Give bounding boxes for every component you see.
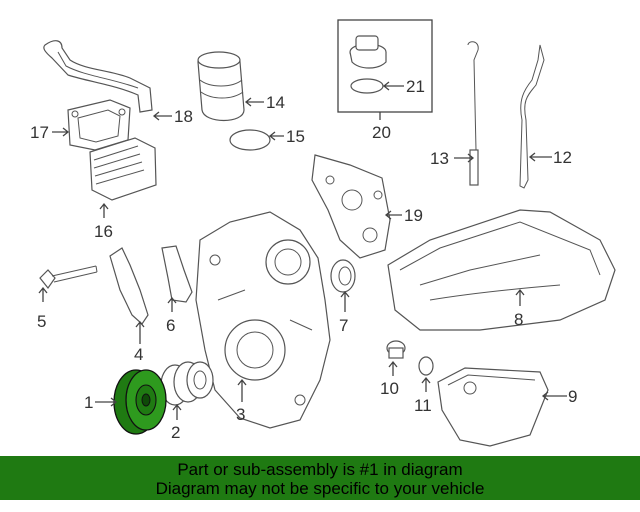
spacer-part [160, 361, 214, 406]
callout-11: 11 [414, 396, 432, 415]
banner-line-1: Part or sub-assembly is #1 in diagram [177, 460, 463, 479]
banner-line-2: Diagram may not be specific to your vehi… [155, 479, 485, 498]
callout-6: 6 [166, 316, 175, 335]
crankshaft-pulley-part [113, 369, 167, 435]
leader-lines [38, 81, 567, 420]
parts-diagram: 1 2 3 4 5 6 7 8 9 10 11 12 13 14 15 16 1… [30, 19, 616, 447]
oil-filter-housing-part [197, 51, 245, 121]
callout-17: 17 [30, 123, 49, 142]
washer-part [418, 356, 434, 376]
breather-hose-part [43, 40, 153, 113]
callout-15: 15 [286, 127, 305, 146]
side-gasket-part [109, 247, 149, 325]
callout-20: 20 [372, 123, 391, 142]
dipstick-tube-part [519, 44, 545, 189]
kit-box [337, 19, 433, 113]
callout-13: 13 [430, 149, 449, 168]
callout-8: 8 [514, 310, 523, 329]
seal-part [330, 259, 356, 293]
info-banner: Part or sub-assembly is #1 in diagram Di… [0, 456, 640, 500]
oil-pan-lower-part [437, 367, 549, 447]
callout-10: 10 [380, 379, 399, 398]
cover-plate-part [311, 154, 391, 259]
drain-plug-part [386, 340, 406, 359]
oil-pan-upper-part [387, 209, 616, 331]
oil-cooler-part [89, 137, 157, 201]
callout-16: 16 [94, 222, 113, 241]
callout-18: 18 [174, 107, 193, 126]
bolt-part [39, 265, 98, 290]
timing-cover-part [195, 211, 331, 429]
callout-1: 1 [84, 393, 93, 412]
callout-5: 5 [37, 312, 46, 331]
callout-12: 12 [553, 148, 572, 167]
callout-19: 19 [404, 206, 423, 225]
callout-14: 14 [266, 93, 285, 112]
callout-3: 3 [236, 405, 245, 424]
cap-seal-part [350, 78, 384, 94]
cover-gasket-part [161, 245, 193, 303]
callout-9: 9 [568, 387, 577, 406]
callout-4: 4 [134, 345, 143, 364]
callout-2: 2 [171, 423, 180, 442]
callout-7: 7 [339, 316, 348, 335]
callout-21: 21 [406, 77, 425, 96]
dipstick-part [467, 41, 479, 186]
cap-part [349, 35, 387, 69]
o-ring-part [229, 129, 271, 151]
